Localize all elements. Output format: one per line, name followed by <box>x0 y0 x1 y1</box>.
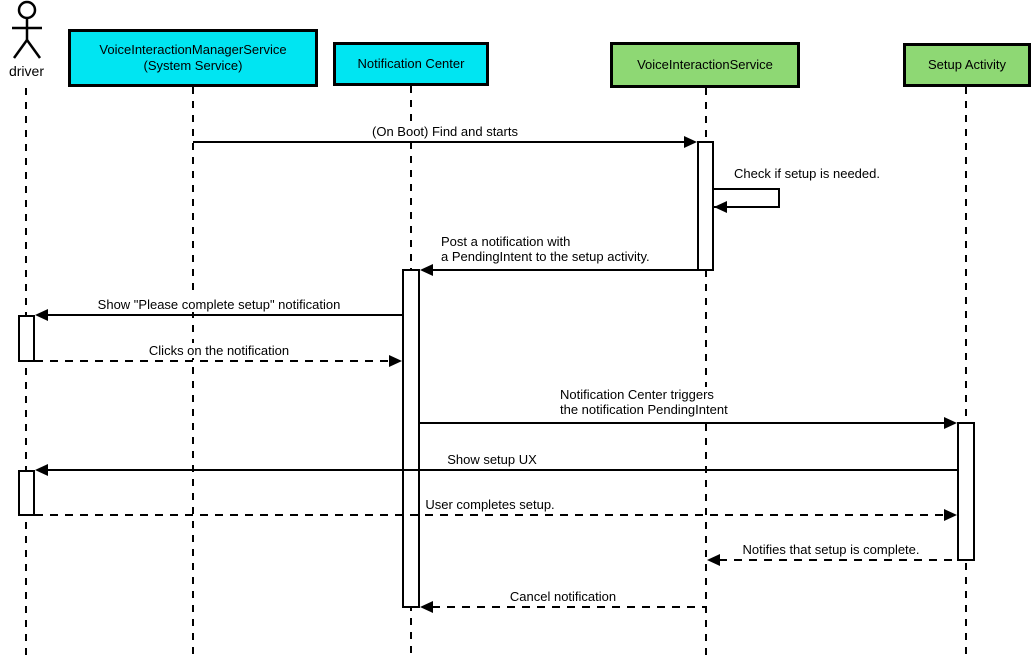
participant-label: Notification Center <box>357 56 465 71</box>
activation-driver-2 <box>18 470 35 516</box>
message-line <box>35 514 944 516</box>
arrowhead-left-icon <box>420 264 433 276</box>
message-label-line1: Post a notification with <box>441 234 571 249</box>
lifeline-setup-activity <box>965 87 967 660</box>
message-label-line1: Notification Center triggers <box>560 387 714 402</box>
arrowhead-left-icon <box>35 309 48 321</box>
participant-voice-interaction-manager-service: VoiceInteractionManagerService (System S… <box>68 29 318 87</box>
arrowhead-left-icon <box>420 601 433 613</box>
participant-label: VoiceInteractionService <box>637 57 773 72</box>
participant-label: VoiceInteractionManagerService <box>99 42 287 57</box>
actor-label: driver <box>8 63 44 79</box>
arrowhead-left-icon <box>707 554 720 566</box>
message-line <box>47 469 957 471</box>
arrowhead-right-icon <box>944 509 957 521</box>
arrowhead-right-icon <box>684 136 697 148</box>
arrowhead-left-icon <box>35 464 48 476</box>
message-label-line2: a PendingIntent to the setup activity. <box>441 249 650 264</box>
message-line <box>432 269 697 271</box>
participant-label: Setup Activity <box>927 57 1007 72</box>
arrowhead-right-icon <box>389 355 402 367</box>
activation-voice-interaction-service <box>697 141 714 271</box>
lifeline-voice-interaction-manager-service <box>192 87 194 660</box>
message-label: Cancel notification <box>507 589 619 604</box>
lifeline-driver <box>25 88 27 660</box>
message-label: Notification Center triggers the notific… <box>558 387 730 417</box>
arrowhead-left-icon <box>714 201 727 213</box>
message-line <box>47 314 402 316</box>
message-label: Show "Please complete setup" notificatio… <box>95 297 343 312</box>
activation-setup-activity <box>957 422 975 561</box>
message-label: Clicks on the notification <box>146 343 292 358</box>
actor-driver: driver <box>0 0 53 79</box>
participant-notification-center: Notification Center <box>333 42 489 86</box>
message-label: Check if setup is needed. <box>732 166 882 181</box>
participant-voice-interaction-service: VoiceInteractionService <box>610 42 800 88</box>
message-line <box>193 141 685 143</box>
message-line <box>420 422 944 424</box>
person-icon <box>11 0 42 59</box>
message-label: Post a notification with a PendingIntent… <box>439 234 652 264</box>
participant-setup-activity: Setup Activity <box>903 43 1031 87</box>
message-line <box>719 559 957 561</box>
message-label-line2: the notification PendingIntent <box>560 402 728 417</box>
activation-driver-1 <box>18 315 35 362</box>
message-label: User completes setup. <box>423 497 557 512</box>
activation-notification-center <box>402 269 420 608</box>
message-line <box>432 606 705 608</box>
lifeline-voice-interaction-service <box>705 88 707 660</box>
self-message-loop <box>714 188 780 208</box>
message-label: (On Boot) Find and starts <box>370 124 520 139</box>
message-label: Notifies that setup is complete. <box>740 542 922 557</box>
message-line <box>35 360 389 362</box>
message-label: Show setup UX <box>445 452 539 467</box>
arrowhead-right-icon <box>944 417 957 429</box>
participant-label-sub: (System Service) <box>143 58 243 73</box>
